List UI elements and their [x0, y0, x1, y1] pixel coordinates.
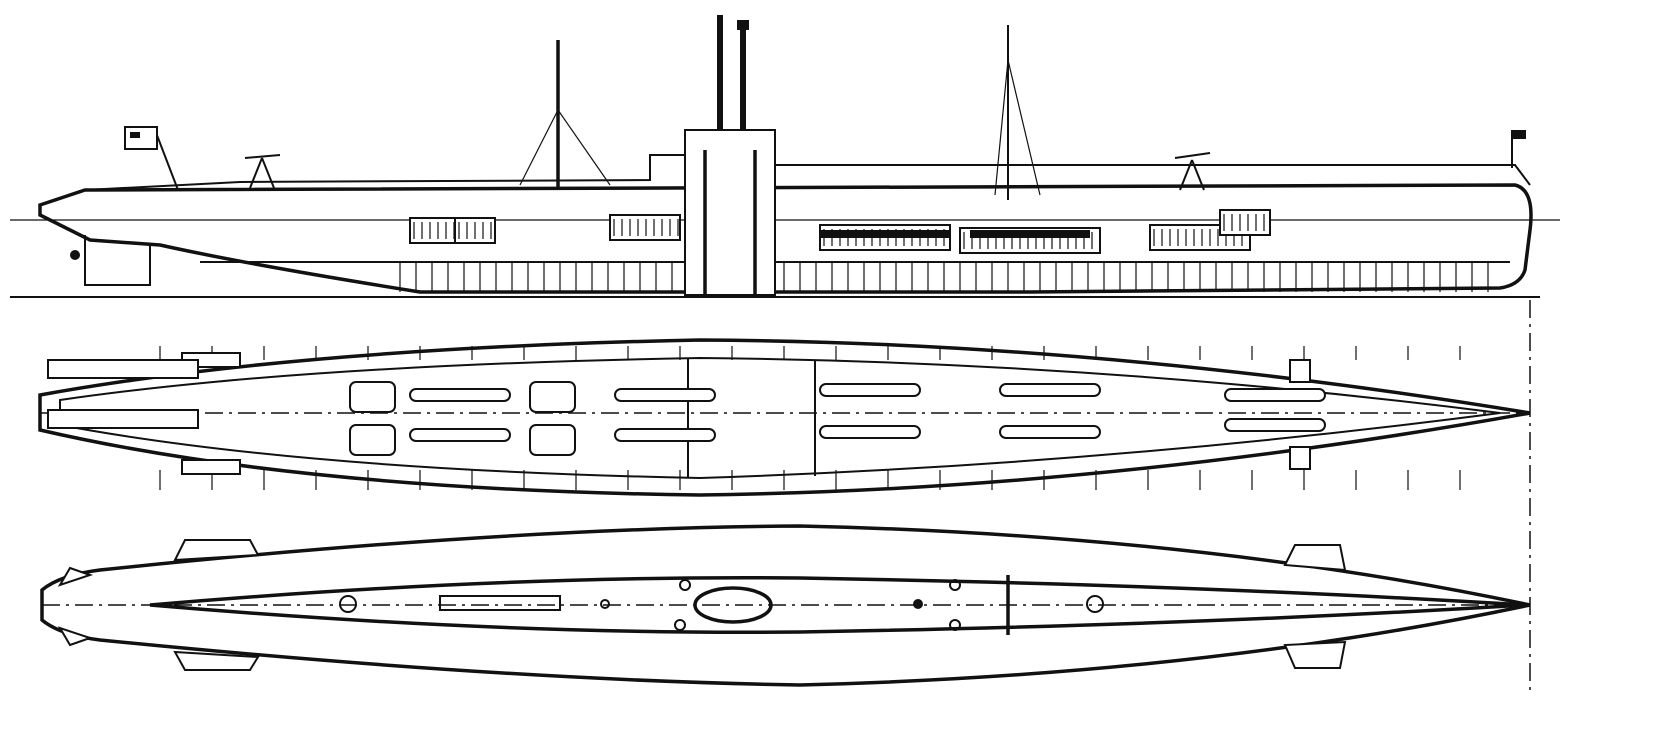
periscopes — [717, 15, 749, 130]
engine-block — [970, 230, 1090, 238]
plan-machinery — [47, 359, 1326, 456]
vent — [600, 599, 610, 609]
vent — [674, 619, 686, 631]
plan-equipment — [614, 388, 716, 402]
machinery-block — [1219, 209, 1271, 236]
fin-aft-top — [1283, 544, 1347, 572]
top-deck-casing — [149, 575, 1526, 635]
fin-stern-bottom — [57, 626, 94, 647]
torpedo-tube — [47, 409, 199, 429]
jack-flag — [1511, 130, 1526, 168]
side-profile-view — [10, 15, 1560, 298]
plan-equipment — [614, 428, 716, 442]
fin-fore-bottom — [173, 650, 260, 671]
plan-equipment — [819, 425, 921, 439]
engine-block — [820, 230, 950, 238]
plan-equipment — [819, 383, 921, 397]
internal-machinery — [409, 209, 1271, 254]
vent — [949, 579, 961, 591]
plan-equipment — [409, 388, 511, 402]
deck-gun-aft — [1174, 152, 1211, 191]
fin-stern-top — [57, 566, 94, 587]
conning-tower — [684, 129, 776, 296]
plan-equipment — [1224, 388, 1326, 402]
top-view — [40, 300, 1531, 690]
ensign-flag — [124, 126, 179, 191]
plan-equipment — [999, 383, 1101, 397]
rudder-and-propeller — [70, 235, 151, 286]
hull-outline — [38, 183, 1533, 294]
plan-equipment — [1224, 418, 1326, 432]
conning-tower-hatch — [693, 586, 773, 624]
mast-fore — [519, 40, 611, 190]
plan-equipment — [999, 425, 1101, 439]
battery-unit — [529, 381, 576, 413]
vent — [679, 579, 691, 591]
deck-torpedo-hatch — [439, 595, 561, 611]
deck-plan-view — [38, 338, 1531, 497]
machinery-block — [1149, 224, 1251, 251]
mast-aft — [994, 25, 1041, 200]
plan-frames — [159, 346, 1461, 490]
fin-fore-top — [173, 539, 260, 562]
hydroplane-fore-bottom — [181, 459, 241, 475]
fin-aft-bottom — [1283, 640, 1347, 669]
hydroplane-aft-bottom — [1289, 446, 1311, 470]
hydroplane-aft-top — [1289, 359, 1311, 383]
superstructure-casing — [84, 129, 1531, 191]
vent — [913, 599, 923, 609]
torpedo-tube — [47, 359, 199, 379]
battery-unit — [349, 424, 396, 456]
deck-gun-fore — [244, 154, 281, 189]
plan-equipment — [409, 428, 511, 442]
hatch — [1086, 595, 1104, 613]
battery-unit — [529, 424, 576, 456]
vent — [949, 619, 961, 631]
hatch — [339, 595, 357, 613]
battery-unit — [349, 381, 396, 413]
